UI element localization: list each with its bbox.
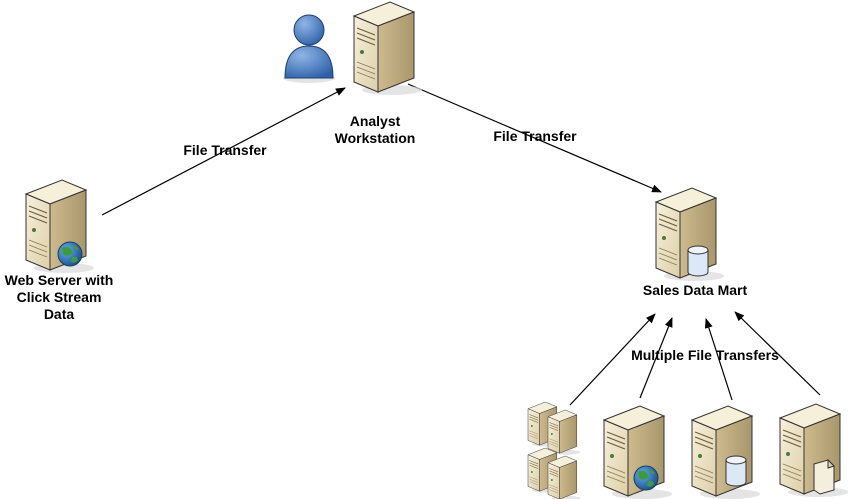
analyst-label-line2: Workstation bbox=[334, 130, 416, 146]
source-database-server-icon bbox=[691, 405, 761, 499]
edge-dbserver-to-mart bbox=[704, 318, 733, 401]
analyst-label-line1: Analyst bbox=[349, 113, 401, 129]
server-cluster-icon bbox=[527, 401, 581, 499]
user-icon bbox=[283, 14, 335, 83]
edge-fileserver-to-mart bbox=[734, 311, 821, 396]
edge-cluster-to-mart bbox=[569, 313, 656, 406]
edge-analyst-to-mart bbox=[407, 83, 662, 193]
source-file-server-icon bbox=[779, 403, 849, 498]
edge-label-web-to-analyst: File Transfer bbox=[183, 142, 267, 158]
globe-icon bbox=[633, 465, 659, 491]
web-server-icon bbox=[25, 179, 95, 274]
web-server-label-line3: Data bbox=[43, 306, 75, 322]
file-icon bbox=[813, 459, 835, 495]
edge-web-to-analyst bbox=[101, 87, 346, 216]
database-icon bbox=[687, 245, 709, 277]
edge-label-analyst-to-mart: File Transfer bbox=[493, 128, 577, 144]
analyst-workstation-label: Analyst Workstation bbox=[315, 113, 435, 147]
web-server-label-line2: Click Stream bbox=[16, 289, 102, 305]
edge-label-multiple-transfers: Multiple File Transfers bbox=[631, 347, 779, 363]
source-web-server-icon bbox=[603, 405, 673, 499]
database-icon bbox=[725, 455, 747, 487]
sales-data-mart-icon bbox=[655, 187, 725, 282]
web-server-label-line1: Web Server with bbox=[4, 272, 114, 288]
edge-webserver-to-mart bbox=[639, 317, 673, 399]
sales-data-mart-label: Sales Data Mart bbox=[642, 282, 748, 298]
web-server-label: Web Server with Click Stream Data bbox=[0, 272, 118, 323]
analyst-server-icon bbox=[353, 1, 423, 96]
globe-icon bbox=[57, 241, 83, 267]
